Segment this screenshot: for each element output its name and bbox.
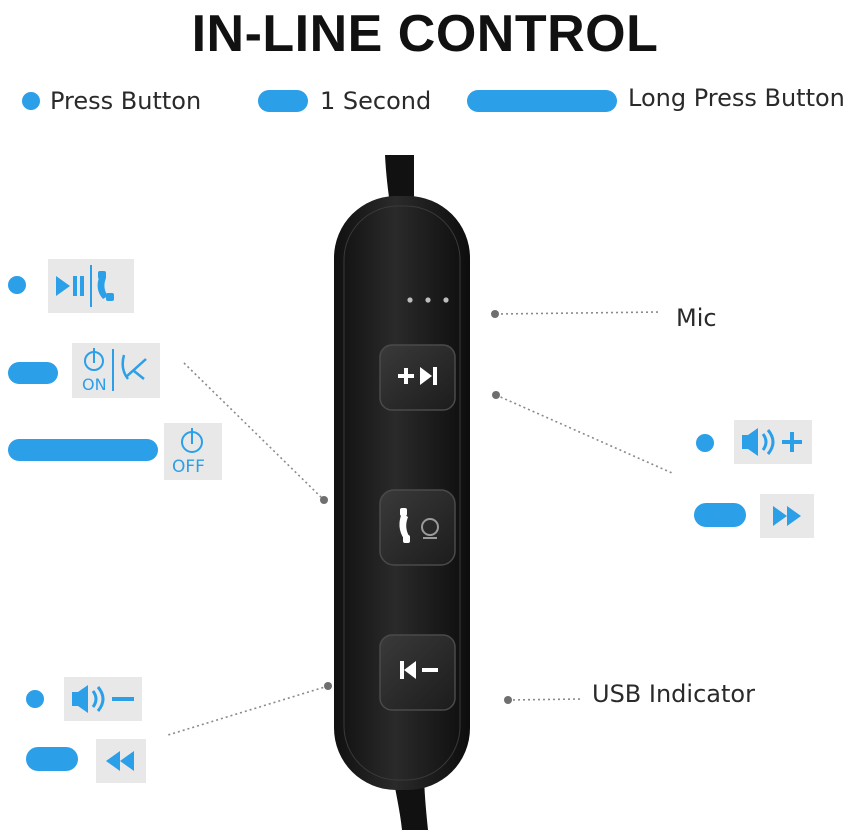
off-label: OFF [172,457,205,477]
one-second-pill [26,747,78,771]
play-pause-answer-tile [48,259,134,313]
legend-press-label: Press Button [50,87,202,115]
usb-indicator-label: USB Indicator [592,680,755,708]
tile-separator [112,349,114,391]
mic-label: Mic [676,304,717,332]
multifunction-button [379,489,456,566]
volume-down-icon [72,685,134,713]
phone-icon [97,271,114,301]
press-button-dot [8,276,26,294]
leader-dots [320,310,512,704]
mic-holes [407,297,449,303]
volume-up-next-button [379,344,456,411]
legend-one-second-label: 1 Second [320,87,432,115]
on-label: ON [82,375,107,394]
long-press-pill [8,439,158,461]
prev-minus-glyph [400,661,438,679]
power-off-tile: OFF [164,423,222,480]
long-press-pill [467,90,617,112]
top-cable [385,155,414,205]
diagram-title: IN-LINE CONTROL [191,5,659,63]
previous-track-tile [96,739,146,783]
call-mic-glyph [399,508,439,543]
phone-hangup-icon [121,354,147,380]
one-second-pill [694,503,746,527]
volume-up-icon [742,428,802,456]
press-button-dot [26,690,44,708]
volume-down-tile [64,677,142,721]
volume-up-tile [734,420,812,464]
next-track-icon [773,506,801,526]
one-second-pill [258,90,308,112]
previous-track-icon [106,751,134,771]
power-icon [84,348,104,371]
leader-lines [167,311,673,736]
play-pause-icon [56,276,84,296]
next-track-tile [760,494,814,538]
press-button-dot [696,434,714,452]
plus-next-glyph [398,367,437,385]
volume-down-prev-button [379,634,456,711]
one-second-pill [8,362,58,384]
press-button-dot [22,92,40,110]
legend-long-press-label: Long Press Button [628,84,845,112]
tile-separator [90,265,92,307]
power-on-reject-tile: ON [72,343,160,398]
power-icon [181,428,203,453]
